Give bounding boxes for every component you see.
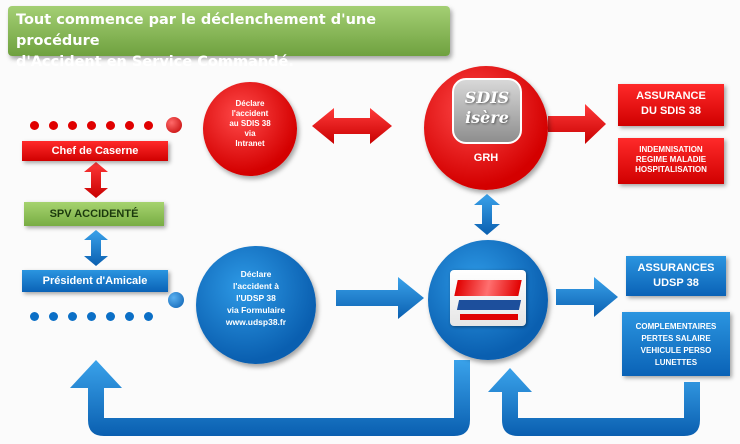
intro-line-2: d'Accident en Service Commandé. bbox=[16, 54, 294, 70]
arrow-sdis-to-assurance bbox=[548, 104, 606, 144]
declare-udsp-line-3: l'UDSP 38 bbox=[236, 293, 276, 303]
udsp-logo bbox=[450, 270, 526, 326]
president-amicale-box: Président d'Amicale bbox=[22, 270, 168, 292]
assurance-udsp-title-1: ASSURANCES bbox=[637, 262, 715, 274]
assurance-sdis-item-3: HOSPITALISATION bbox=[635, 165, 707, 174]
assurance-udsp-item-1: COMPLEMENTAIRES bbox=[635, 322, 717, 331]
declare-udsp-circle: Déclare l'accident à l'UDSP 38 via Formu… bbox=[196, 246, 316, 364]
udsp-circle bbox=[428, 240, 548, 360]
assurance-sdis-title-2: DU SDIS 38 bbox=[641, 105, 701, 117]
arrow-grh-udsp bbox=[474, 194, 500, 235]
arrow-chef-spv bbox=[84, 162, 108, 198]
arrow-udsp-to-assurances bbox=[556, 277, 618, 317]
intro-banner-text: Tout commence par le déclenchement d'une… bbox=[16, 10, 446, 73]
return-arrow-left bbox=[70, 360, 470, 436]
declare-udsp-line-5: www.udsp38.fr bbox=[225, 317, 287, 327]
assurance-sdis-box: ASSURANCE DU SDIS 38 bbox=[618, 84, 724, 126]
sdis-grh-circle: SDIS isère GRH bbox=[424, 66, 548, 190]
declare-sdis-line-5: Intranet bbox=[235, 139, 265, 148]
declare-sdis-circle: Déclare l'accident au SDIS 38 via Intran… bbox=[203, 82, 297, 176]
spv-accidente-box: SPV ACCIDENTÉ bbox=[24, 202, 164, 226]
sdis-isere-logo: SDIS isère bbox=[452, 78, 522, 144]
sdis-logo-text-1: SDIS bbox=[464, 88, 510, 107]
assurance-udsp-details: COMPLEMENTAIRES PERTES SALAIRE VEHICULE … bbox=[622, 312, 730, 376]
intro-banner bbox=[8, 6, 450, 56]
arrow-declare-to-udsp bbox=[336, 277, 424, 319]
blue-dots-row bbox=[30, 312, 153, 321]
declare-sdis-line-3: au SDIS 38 bbox=[229, 119, 271, 128]
assurance-sdis-item-1: INDEMNISATION bbox=[639, 145, 703, 154]
declare-udsp-line-1: Déclare bbox=[240, 269, 272, 279]
assurance-udsp-title-2: UDSP 38 bbox=[653, 277, 699, 289]
arrow-declare-to-sdis bbox=[312, 108, 392, 144]
red-connector-node bbox=[166, 117, 182, 133]
declare-udsp-line-2: l'accident à bbox=[233, 281, 279, 291]
sdis-logo-text-2: isère bbox=[465, 108, 509, 127]
intro-line-1: Tout commence par le déclenchement d'une… bbox=[16, 12, 377, 49]
chef-de-caserne-box: Chef de Caserne bbox=[22, 141, 168, 161]
assurance-udsp-item-4: LUNETTES bbox=[654, 358, 698, 367]
declare-udsp-line-4: via Formulaire bbox=[226, 305, 286, 315]
declare-sdis-line-2: l'accident bbox=[231, 109, 269, 118]
return-arrow-right bbox=[488, 368, 700, 436]
blue-connector-node bbox=[168, 292, 184, 308]
assurance-sdis-details: INDEMNISATION REGIME MALADIE HOSPITALISA… bbox=[618, 138, 724, 184]
assurance-sdis-title-1: ASSURANCE bbox=[636, 90, 706, 102]
declare-sdis-line-4: via bbox=[244, 129, 256, 138]
declare-sdis-line-1: Déclare bbox=[235, 99, 265, 108]
assurance-udsp-item-3: VEHICULE PERSO bbox=[640, 346, 712, 355]
grh-label: GRH bbox=[473, 152, 499, 164]
red-dots-row bbox=[30, 121, 153, 130]
assurance-udsp-item-2: PERTES SALAIRE bbox=[641, 334, 711, 343]
assurance-udsp-box: ASSURANCES UDSP 38 bbox=[626, 256, 726, 296]
assurance-sdis-item-2: REGIME MALADIE bbox=[635, 155, 707, 164]
arrow-spv-president bbox=[84, 230, 108, 266]
